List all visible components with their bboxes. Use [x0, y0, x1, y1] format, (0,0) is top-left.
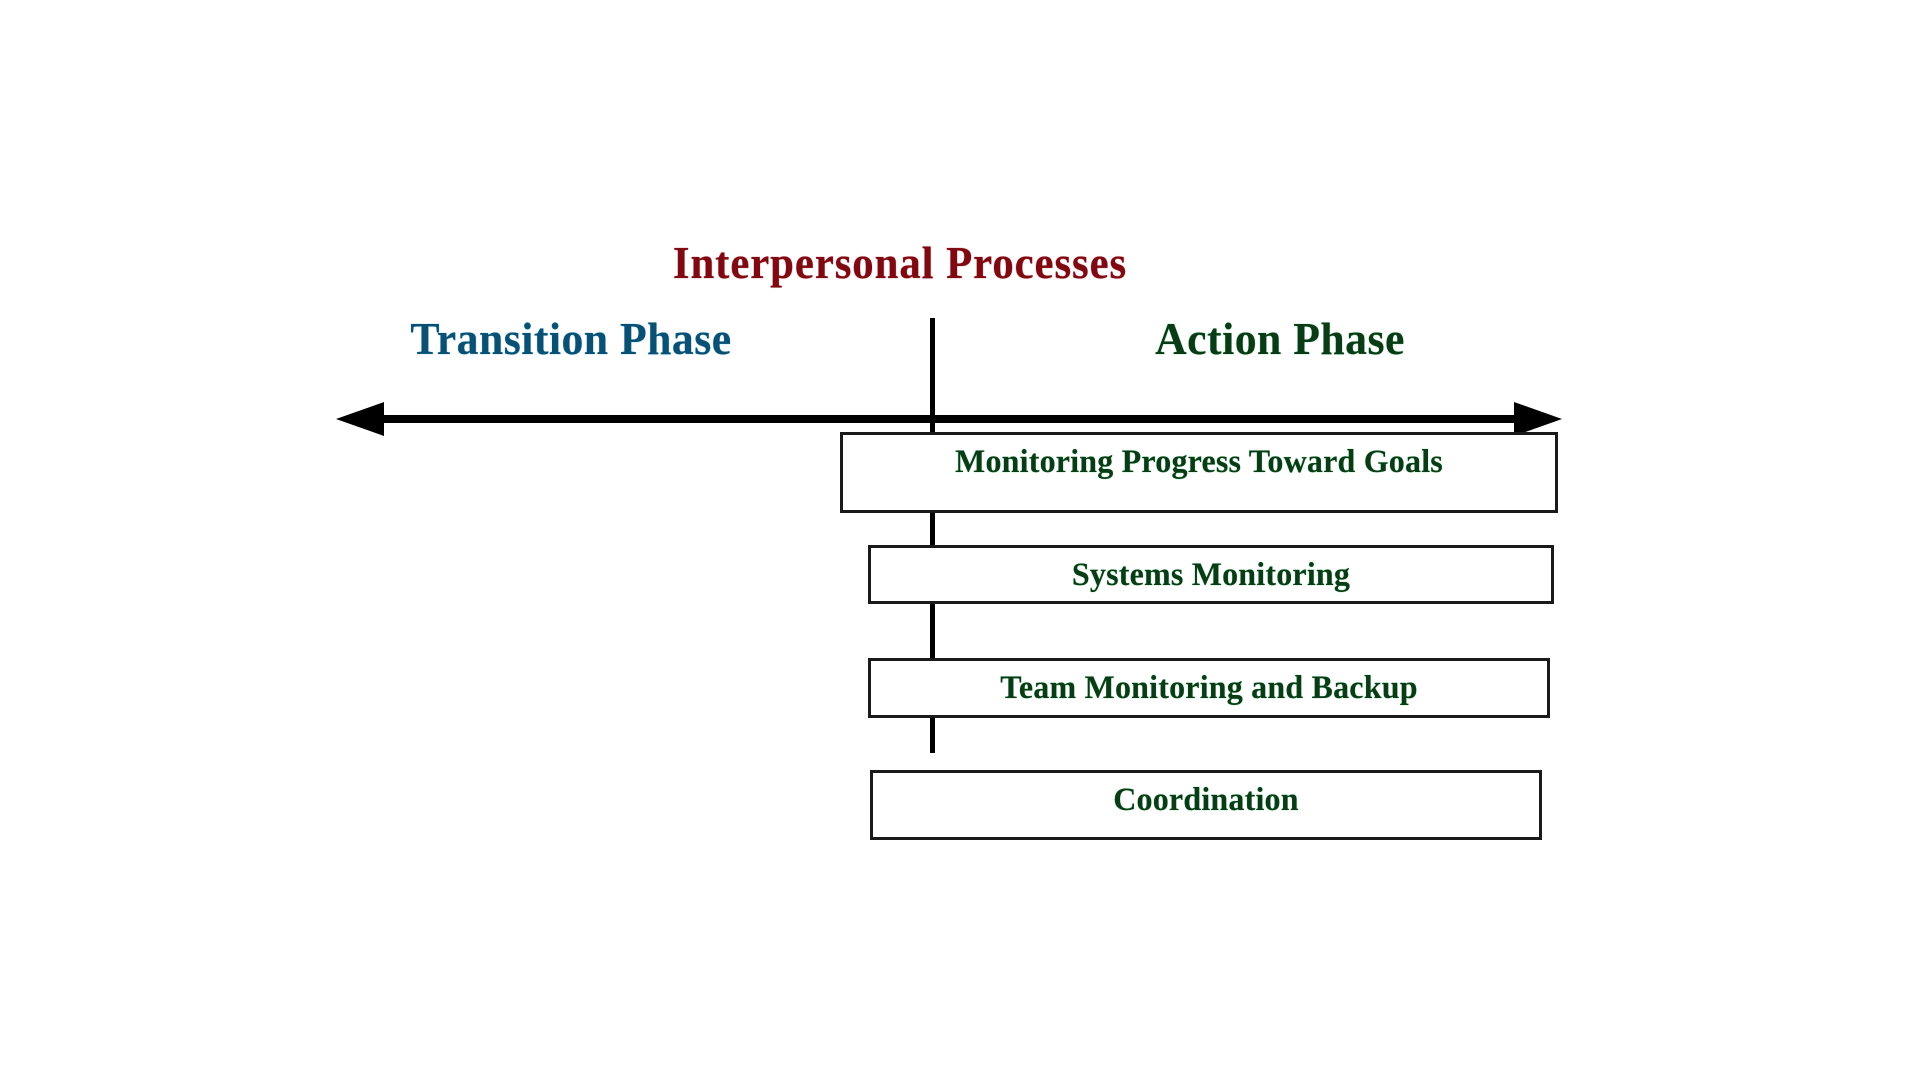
process-box-label: Monitoring Progress Toward Goals: [955, 444, 1443, 480]
connector-box-2-to-box-3: [930, 604, 935, 660]
process-box-team-monitoring-and-backup[interactable]: Team Monitoring and Backup: [868, 658, 1550, 718]
phase-divider-line: [930, 318, 935, 424]
arrow-right-icon: [1514, 402, 1562, 436]
phase-label-action: Action Phase: [1155, 313, 1405, 364]
arrow-left-icon: [336, 402, 384, 436]
phase-label-transition: Transition Phase: [410, 313, 732, 364]
diagram-title: Interpersonal Processes: [672, 237, 1128, 288]
process-box-systems-monitoring[interactable]: Systems Monitoring: [868, 545, 1554, 604]
process-box-label: Systems Monitoring: [1071, 557, 1351, 593]
process-box-label: Coordination: [1113, 782, 1299, 818]
connector-box-3-to-box-4: [930, 697, 935, 753]
process-box-label: Team Monitoring and Backup: [1000, 670, 1418, 706]
process-box-monitoring-progress-toward-goals[interactable]: Monitoring Progress Toward Goals: [840, 432, 1558, 513]
connector-box-1-to-box-2: [930, 513, 935, 567]
phase-axis-double-arrow-icon: [336, 402, 1562, 436]
process-box-coordination[interactable]: Coordination: [870, 770, 1542, 840]
